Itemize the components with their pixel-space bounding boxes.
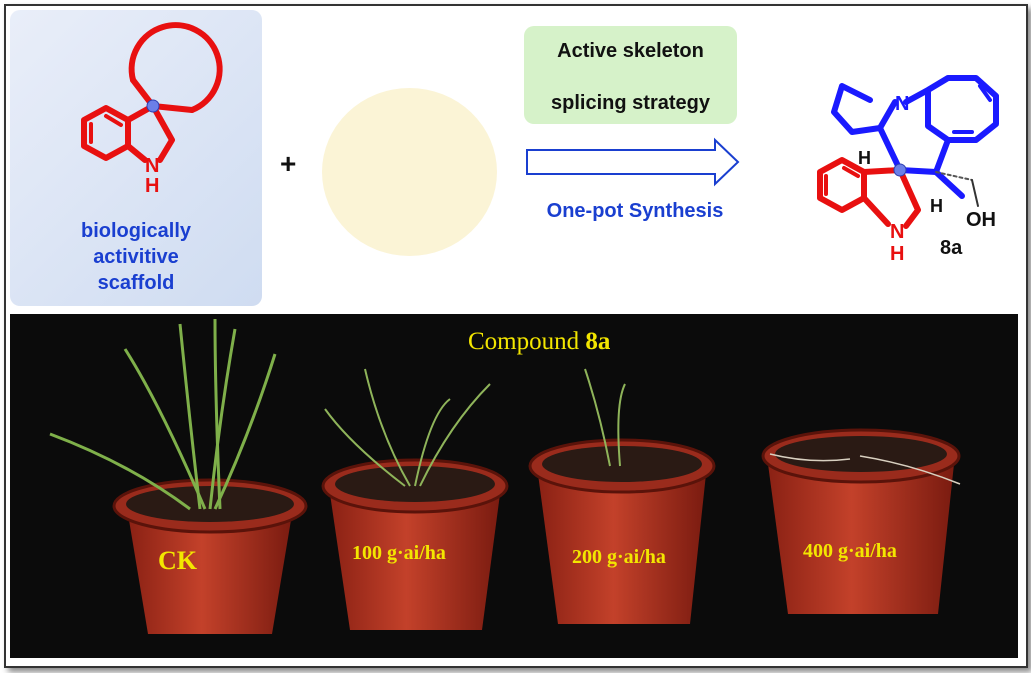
- pot-100: [321, 368, 509, 630]
- spiro-indoline-structure: N H: [81, 22, 223, 197]
- pot-label-200: 200 g·ai/ha: [572, 546, 666, 568]
- product-h-bottom-label: H: [890, 243, 904, 265]
- product-n-top-label: N: [895, 93, 909, 115]
- spiro-ring-arc: [128, 22, 223, 113]
- spiro-center-dot: [146, 99, 160, 113]
- pot-label-400: 400 g·ai/ha: [803, 540, 897, 562]
- strategy-line-2: splicing strategy: [551, 92, 710, 114]
- pots-illustration: [49, 318, 961, 634]
- product-n-bottom-label: N: [890, 221, 904, 243]
- strategy-line-1: Active skeleton: [557, 40, 704, 62]
- photo-title-compound: 8a: [585, 328, 611, 355]
- reaction-condition: One-pot Synthesis: [546, 200, 724, 222]
- scaffold-caption-line: scaffold: [97, 272, 175, 294]
- scaffold-caption-line: biologically: [80, 220, 192, 242]
- plus-sign: +: [280, 148, 297, 179]
- product-h-left-label: H: [858, 148, 871, 168]
- seedlings-ck: [49, 318, 277, 511]
- pot-ck: [49, 318, 308, 634]
- product-spiro-dot: [893, 163, 907, 177]
- product-h-right-label: H: [930, 196, 943, 216]
- product-pyrrolidine: [831, 83, 898, 135]
- seedlings-200: [584, 368, 626, 467]
- seedlings-100: [324, 368, 491, 487]
- pyrrolidine-ring: [125, 103, 175, 163]
- scaffold-caption-line: activitive: [93, 246, 179, 268]
- herbicide-photo: [10, 314, 1018, 658]
- photo-title-prefix: Compound: [468, 328, 586, 355]
- product-piperidine: [877, 125, 951, 175]
- scaffold-n-label: N: [145, 155, 159, 177]
- photo-title: Compound 8a: [468, 328, 610, 356]
- pot-400: [761, 428, 961, 614]
- spiro-ring-link: [130, 77, 195, 113]
- product-compound-id: 8a: [940, 237, 963, 259]
- product-benzene: [903, 75, 999, 143]
- product-oh-label: OH: [966, 209, 996, 231]
- pot-label-ck: CK: [158, 546, 197, 575]
- thq-highlight-circle: [322, 88, 497, 256]
- pot-200: [528, 368, 716, 624]
- strategy-box: [524, 26, 737, 124]
- dead-seedlings-400: [769, 453, 961, 485]
- scaffold-h-label: H: [145, 175, 159, 197]
- product-indoline-ring: [861, 167, 921, 229]
- pot-label-100: 100 g·ai/ha: [352, 542, 446, 564]
- scaffold-caption: biologically activitive scaffold: [10, 218, 262, 296]
- reaction-arrow: [526, 137, 740, 187]
- product-8a-structure: [817, 75, 999, 229]
